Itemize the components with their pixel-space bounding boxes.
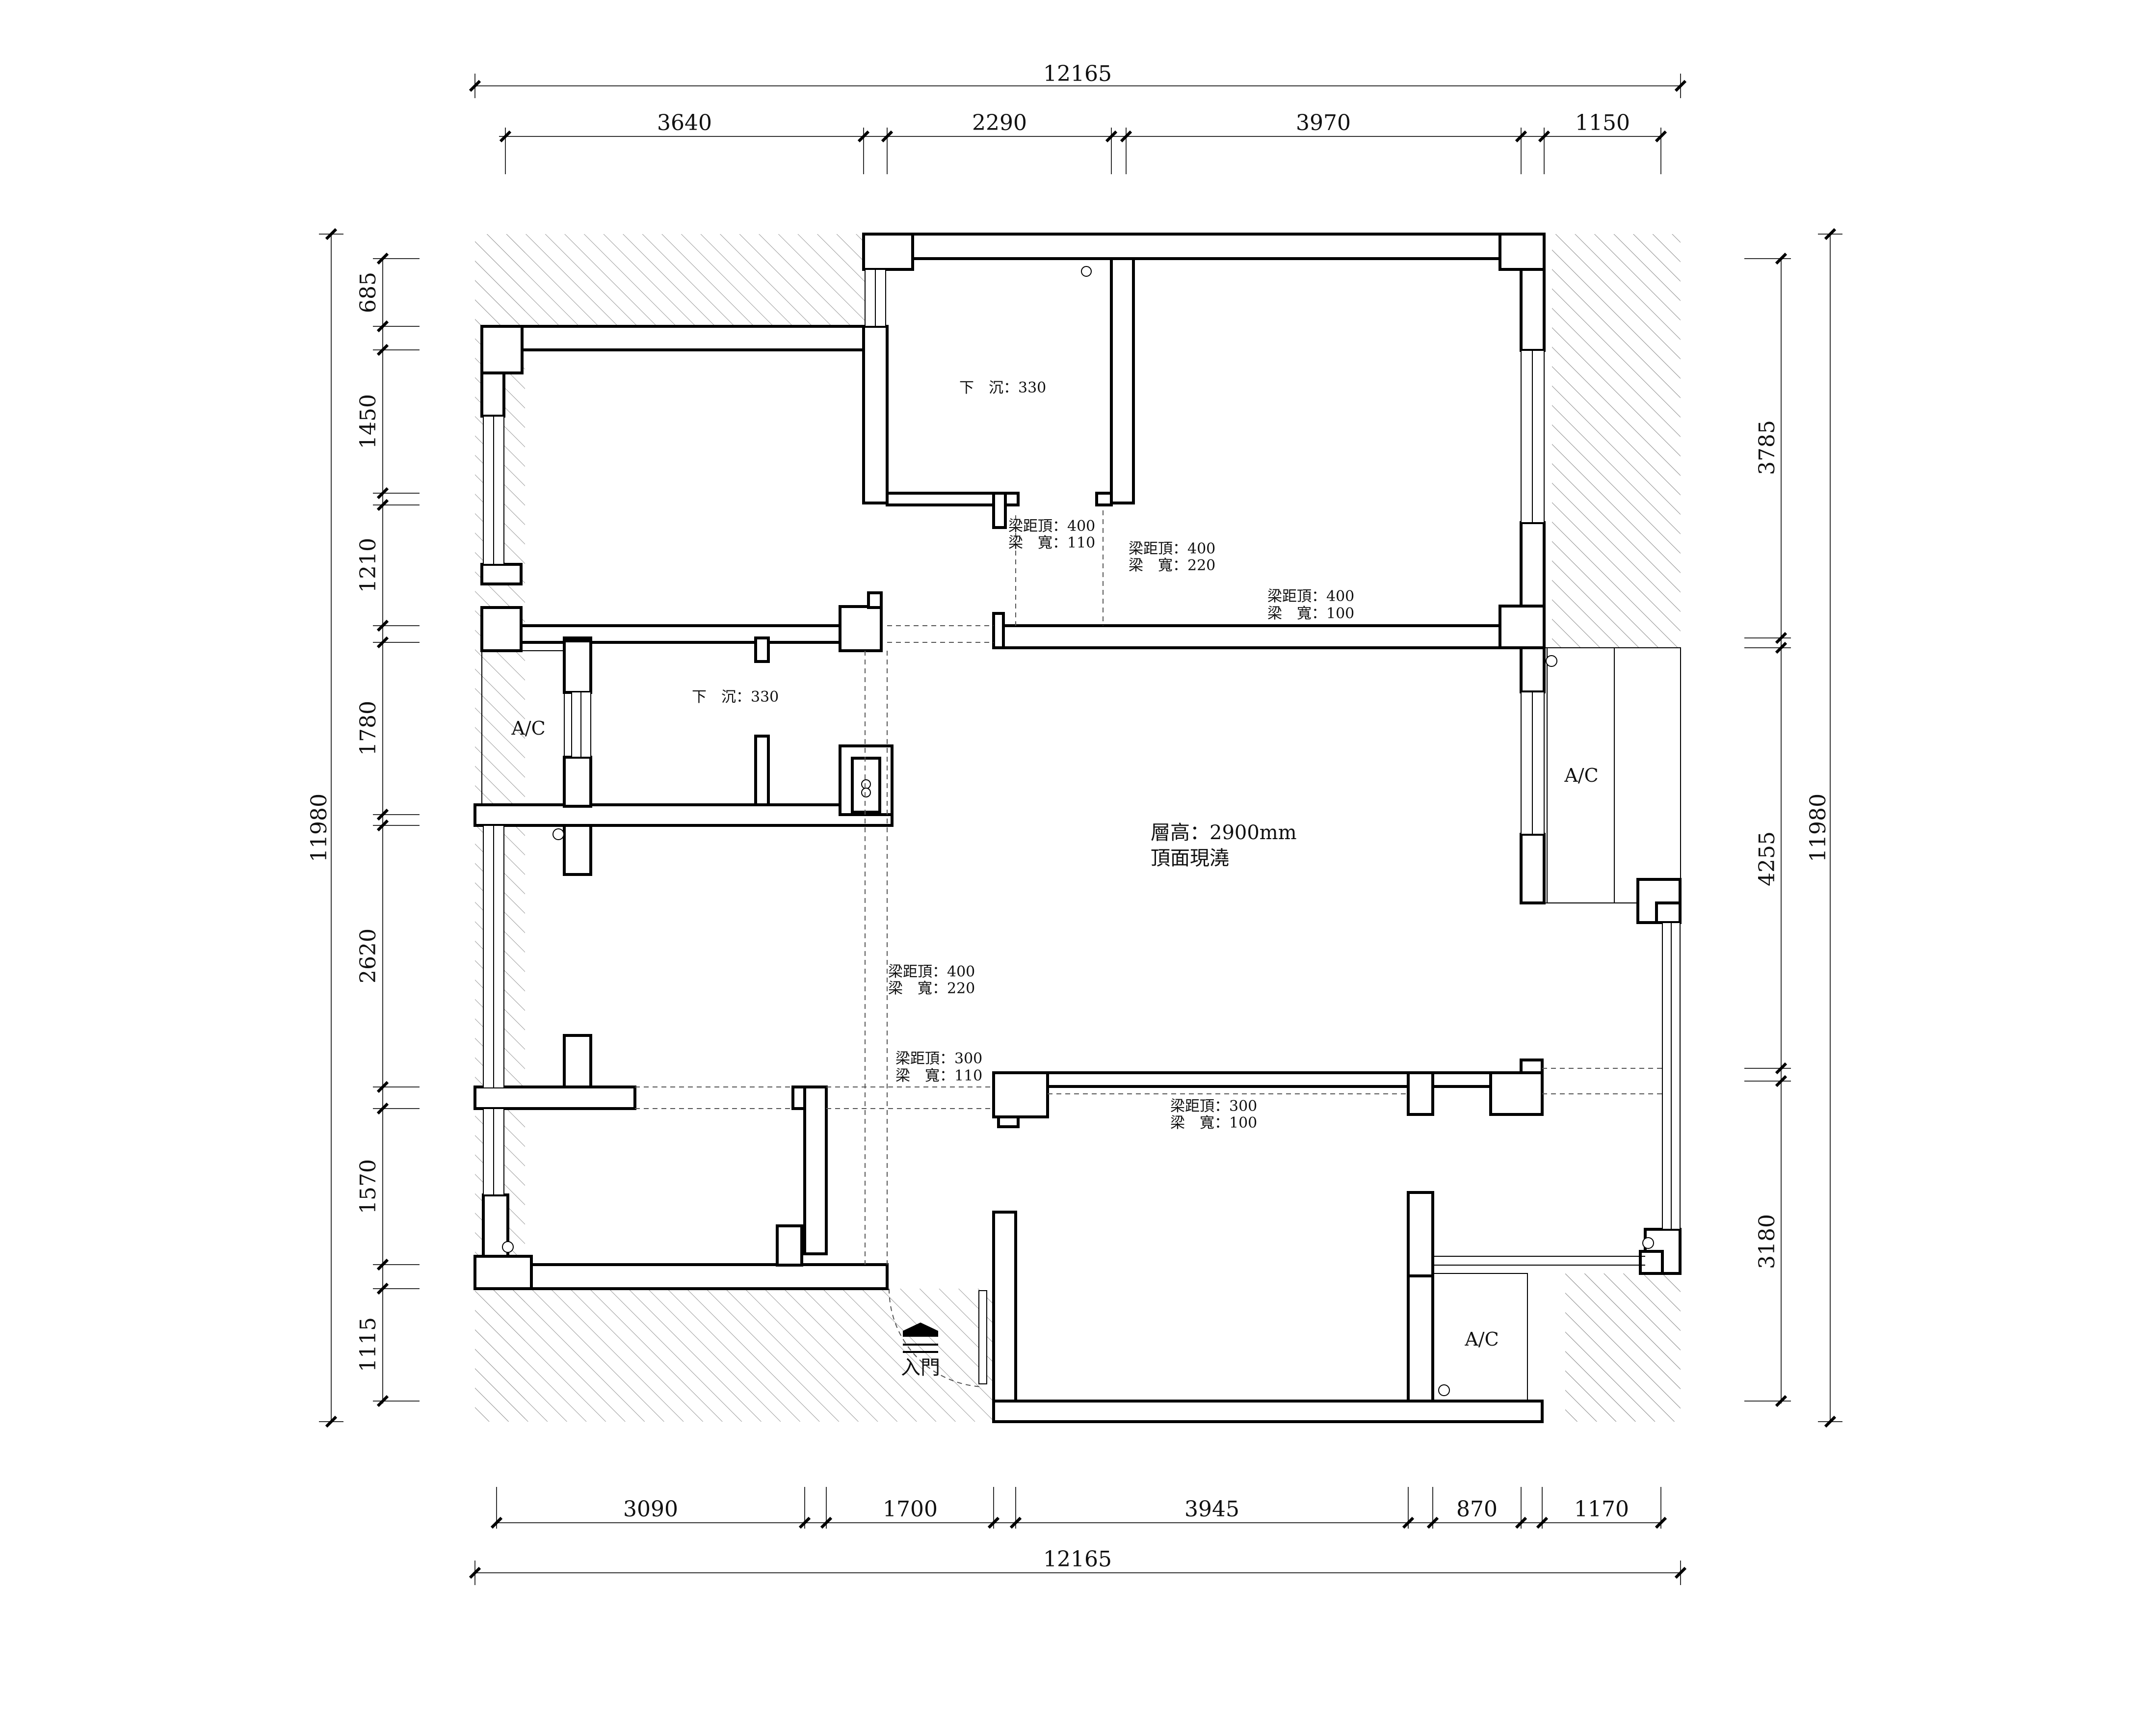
beam-lines bbox=[635, 510, 1662, 1265]
beam-width-label: 梁 寬：220 bbox=[1129, 557, 1215, 574]
beam-annotations: 梁距頂：400 梁 寬：110 梁距頂：400 梁 寬：220 梁距頂：400 … bbox=[888, 518, 1354, 1132]
floor-height-label: 層高：2900mm bbox=[1151, 821, 1297, 844]
dim-right-segment: 3785 bbox=[1755, 420, 1780, 475]
sunken-label-top: 下 沉：330 bbox=[959, 379, 1046, 397]
entrance-arrow-icon bbox=[903, 1323, 938, 1353]
beam-top-label: 梁距頂：400 bbox=[1129, 540, 1215, 557]
dim-bottom-total: 12165 bbox=[1043, 1547, 1112, 1572]
beam-top-label: 梁距頂：400 bbox=[1008, 518, 1095, 535]
dim-right-total: 11980 bbox=[1806, 794, 1831, 862]
dim-top-segment: 1150 bbox=[1575, 110, 1630, 135]
entrance-label: 入門 bbox=[901, 1356, 940, 1379]
beam-top-label: 梁距頂：300 bbox=[895, 1050, 982, 1067]
beam-top-label: 梁距頂：400 bbox=[888, 963, 975, 980]
windows bbox=[483, 269, 1681, 1387]
dim-left-total: 11980 bbox=[307, 794, 332, 862]
dim-right-segment: 4255 bbox=[1755, 831, 1780, 886]
dim-bottom-segment: 1700 bbox=[883, 1497, 938, 1522]
beam-width-label: 梁 寬：110 bbox=[895, 1067, 982, 1085]
dim-top-segment: 3970 bbox=[1296, 110, 1351, 135]
ceiling-label: 頂面現澆 bbox=[1151, 847, 1229, 870]
dimension-lines bbox=[319, 74, 1842, 1585]
dim-bottom-segment: 1170 bbox=[1574, 1497, 1629, 1522]
dim-bottom-segment: 3945 bbox=[1184, 1497, 1239, 1522]
dim-left-segment: 1570 bbox=[356, 1159, 381, 1214]
dim-left-segment: 1450 bbox=[356, 394, 381, 449]
drain-circles bbox=[502, 266, 1654, 1396]
room-labels: 下 沉：330 下 沉：330 A/C A/C A/C 層高：2900mm 頂面… bbox=[511, 379, 1598, 1350]
dim-left-segment: 2620 bbox=[356, 928, 381, 983]
sunken-label-mid: 下 沉：330 bbox=[692, 688, 779, 706]
beam-top-label: 梁距頂：400 bbox=[1267, 588, 1354, 605]
beam-width-label: 梁 寬：110 bbox=[1008, 534, 1095, 552]
ac-label-right: A/C bbox=[1564, 765, 1598, 786]
dim-left-segment: 685 bbox=[356, 272, 381, 313]
walls bbox=[473, 233, 1682, 1423]
ac-enclosures bbox=[481, 647, 1645, 1402]
beam-top-label: 梁距頂：300 bbox=[1170, 1098, 1257, 1115]
dim-left-segment: 1780 bbox=[356, 701, 381, 756]
dim-top-total: 12165 bbox=[1043, 61, 1112, 86]
dim-bottom-segment: 3090 bbox=[623, 1497, 678, 1522]
ac-label-left: A/C bbox=[511, 717, 545, 739]
ac-label-bottom: A/C bbox=[1464, 1328, 1499, 1350]
entrance-marker: 入門 bbox=[901, 1323, 940, 1379]
dim-left-segment: 1210 bbox=[356, 538, 381, 593]
dimension-labels: 12165 3640 2290 3970 1150 3090 1700 3945… bbox=[307, 61, 1831, 1572]
dim-top-segment: 2290 bbox=[972, 110, 1027, 135]
dim-right-segment: 3180 bbox=[1755, 1214, 1780, 1269]
beam-width-label: 梁 寬：220 bbox=[888, 980, 975, 997]
interior-area bbox=[525, 234, 1681, 1422]
dim-top-segment: 3640 bbox=[657, 110, 712, 135]
dim-left-segment: 1115 bbox=[356, 1317, 381, 1372]
beam-width-label: 梁 寬：100 bbox=[1267, 605, 1354, 622]
beam-width-label: 梁 寬：100 bbox=[1170, 1114, 1257, 1132]
dim-bottom-segment: 870 bbox=[1456, 1497, 1498, 1522]
